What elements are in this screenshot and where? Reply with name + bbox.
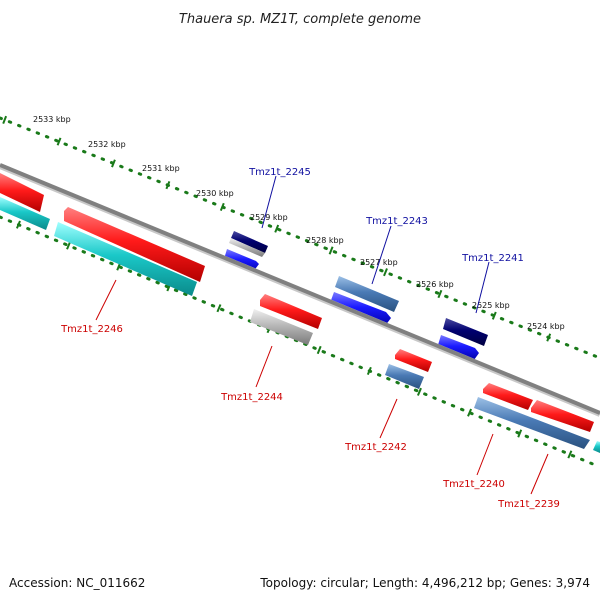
tick-label-2524: 2524 kbp [527,322,565,331]
outer-tick-9 [491,311,497,320]
outer-scale-dots [0,116,600,360]
outer-tick-4 [219,202,225,211]
outer-tick-1 [56,137,62,146]
label-tmz1t-2246[interactable]: Tmz1t_2246 [60,324,123,335]
leader-tmz1t-2242 [379,398,398,439]
outer-tick-6 [328,246,334,255]
tick-label-2533: 2533 kbp [33,115,71,124]
gene-tmz1t-2242-steel[interactable] [385,364,424,389]
outer-tick-0 [2,115,8,124]
gene-red-forward-left[interactable] [0,173,44,212]
topology-text: Topology: circular; Length: 4,496,212 bp… [260,576,590,590]
leader-tmz1t-2240 [476,433,494,476]
inner-tick-8 [416,387,422,396]
outer-major-ticks [2,115,552,342]
label-tmz1t-2240[interactable]: Tmz1t_2240 [442,479,505,490]
outer-tick-10 [546,333,552,342]
gene-tmz1t-2245-grey[interactable] [229,238,265,257]
leader-tmz1t-2245 [261,175,277,229]
outer-tick-8 [437,289,443,299]
tick-label-2530: 2530 kbp [196,189,234,198]
gene-tmz1t-2240-steel[interactable] [474,397,590,449]
map-title: Thauera sp. MZ1T, complete genome [179,12,421,27]
leader-tmz1t-2246 [95,279,117,321]
gene-cyan-reverse-left[interactable] [0,197,50,230]
outer-tick-2 [111,159,116,168]
label-tmz1t-2245[interactable]: Tmz1t_2245 [248,167,311,178]
genome-backbone [0,163,600,415]
gene-tmz1t-2240-red[interactable] [483,383,533,410]
outer-tick-3 [165,181,171,190]
tick-label-2532: 2532 kbp [88,140,126,149]
gene-tmz1t-2244-red[interactable] [260,294,322,329]
gene-cyan-reverse-right[interactable] [593,441,600,453]
label-tmz1t-2239[interactable]: Tmz1t_2239 [497,499,560,510]
leader-tmz1t-2244 [255,345,273,388]
gene-tmz1t-2245-navy[interactable] [231,231,268,253]
tick-labels: 2533 kbp 2532 kbp 2531 kbp 2530 kbp 2529… [33,115,565,331]
accession-text: Accession: NC_011662 [9,576,146,590]
inner-scale-dots [0,215,600,469]
gene-tmz1t-2243-steel[interactable] [335,276,399,312]
gene-tmz1t-2246-cyan[interactable] [54,222,197,296]
gene-tmz1t-2241-blue[interactable] [438,335,479,360]
tick-label-2531: 2531 kbp [142,164,180,173]
label-tmz1t-2243[interactable]: Tmz1t_2243 [365,216,428,227]
leader-tmz1t-2239 [530,453,549,495]
label-tmz1t-2242[interactable]: Tmz1t_2242 [344,442,407,453]
label-tmz1t-2244[interactable]: Tmz1t_2244 [220,392,283,403]
outer-tick-5 [274,224,280,233]
inner-tick-11 [567,450,573,459]
leader-tmz1t-2241 [475,261,490,314]
gene-tmz1t-2239-red[interactable] [531,400,594,432]
tick-label-2529: 2529 kbp [250,213,288,222]
gene-tmz1t-2242-red[interactable] [395,349,432,372]
gene-tmz1t-2243-blue[interactable] [330,292,391,326]
inner-tick-4 [216,304,222,313]
gene-red-forward-large[interactable] [64,207,205,282]
tick-label-2525: 2525 kbp [472,301,510,310]
leader-tmz1t-2243 [371,225,392,285]
inner-tick-10 [517,429,523,438]
gene-tmz1t-2241-navy[interactable] [443,318,488,346]
gene-tmz1t-2244-grey[interactable] [250,309,313,345]
inner-tick-6 [316,345,322,355]
inner-tick-1 [66,241,72,250]
tick-label-2526: 2526 kbp [416,280,454,289]
outer-tick-7 [383,268,388,277]
tick-label-2528: 2528 kbp [306,236,344,245]
inner-tick-0 [15,220,21,229]
label-tmz1t-2241[interactable]: Tmz1t_2241 [461,253,524,264]
inner-tick-7 [366,366,372,375]
inner-tick-9 [467,408,473,417]
